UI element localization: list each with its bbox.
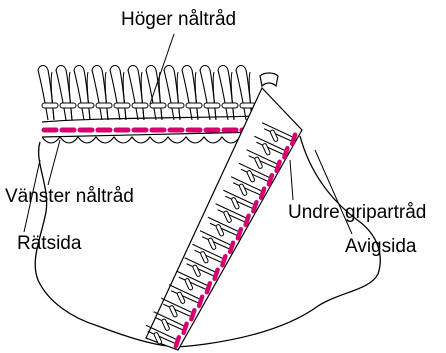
stitch-loop-inner <box>69 72 72 120</box>
needle-bar <box>114 103 130 108</box>
stitch-loop-inner <box>195 72 198 120</box>
needle-bar <box>96 103 112 108</box>
looper-thread-dash <box>191 310 194 319</box>
scallop-edge <box>42 137 258 143</box>
looper-thread-dash <box>238 229 241 238</box>
looper-thread-dash <box>184 324 187 333</box>
needle-bar <box>78 103 94 108</box>
label-right-side: Rätsida <box>17 234 81 253</box>
looper-thread-dash <box>207 283 210 292</box>
needle-bar <box>60 103 76 108</box>
seam-top-cap <box>260 73 278 86</box>
label-left-needle-thread: Vänster nåltråd <box>5 187 134 206</box>
label-wrong-side: Avigsida <box>345 237 416 256</box>
looper-thread-dash <box>222 256 225 265</box>
stitch-loop-inner <box>231 72 234 120</box>
looper-thread-dash <box>230 243 233 252</box>
diagonal-band <box>146 88 302 350</box>
needle-bar <box>168 103 184 108</box>
looper-thread-dash <box>277 162 280 171</box>
stitch-loop-inner <box>213 72 216 120</box>
needle-bar <box>132 103 148 108</box>
needle-bar <box>204 103 220 108</box>
leader-undre <box>290 160 293 200</box>
label-right-needle-thread: Höger nåltråd <box>121 10 236 29</box>
horizontal-seam <box>38 66 262 144</box>
stitch-loop-inner <box>51 72 54 120</box>
stitch-loop-inner <box>177 72 180 120</box>
looper-thread-dash <box>215 270 218 279</box>
stitch-loop-inner <box>123 72 126 120</box>
leader-hoger <box>150 34 174 104</box>
looper-thread-dash <box>284 148 287 157</box>
leader-vanster <box>48 140 60 185</box>
stitch-loop-inner <box>159 72 162 120</box>
top-loops <box>38 66 252 121</box>
stitch-loop-inner <box>87 72 90 120</box>
looper-thread-dash <box>176 337 179 346</box>
needle-bar <box>222 103 238 108</box>
looper-thread-dash <box>199 297 202 306</box>
looper-thread-dash <box>253 202 256 211</box>
looper-thread-dash <box>292 135 295 144</box>
looper-thread-dash <box>246 216 249 225</box>
needle-bar <box>186 103 202 108</box>
diagonal-seam <box>146 73 302 350</box>
needle-thread-bars <box>42 103 256 108</box>
label-lower-looper-thread: Undre gripartråd <box>288 203 426 222</box>
seam-top-edge <box>42 116 262 122</box>
needle-bar <box>150 103 166 108</box>
stitch-loop-inner <box>141 72 144 120</box>
seam-bottom-edge <box>42 132 262 137</box>
looper-thread-dash <box>261 189 264 198</box>
needle-bar <box>42 103 58 108</box>
stitch-loop-inner <box>105 72 108 120</box>
looper-thread-dash <box>269 175 272 184</box>
